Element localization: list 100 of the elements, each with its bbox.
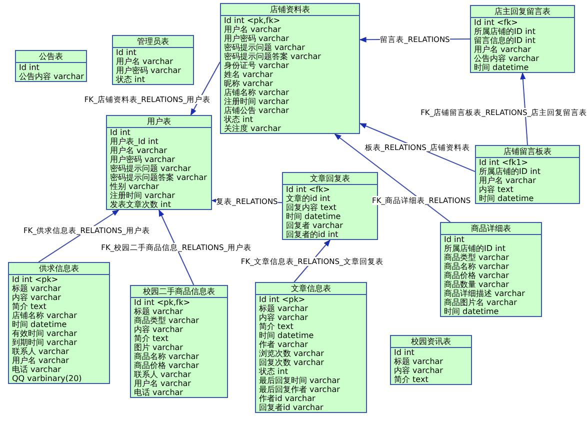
table-row-text: 标题 varchar: [393, 357, 444, 366]
table-row-text: 到期时间 varchar: [11, 338, 78, 347]
table-title: 店铺留言板表: [476, 146, 579, 158]
table-row-text: 用户名 varchar: [11, 356, 70, 365]
table-row-text: 注册时间 varchar: [223, 97, 290, 106]
table-row-text: 电话 varchar: [133, 388, 184, 397]
table-row-text: 时间 datetime: [473, 63, 530, 72]
table-row-text: 密码提示问题答案 varchar: [109, 173, 208, 182]
table-row-text: 回复者id varchar: [258, 403, 324, 412]
table-row-text: Id int: [443, 235, 466, 244]
table-row-text: 注册时间 varchar: [109, 191, 176, 200]
table-row-text: 最后回复作者 varchar: [258, 385, 341, 394]
table-row-text: 商品类型 varchar: [443, 253, 510, 262]
table-row-text: Id int <pk>: [11, 275, 60, 284]
table-row-text: 内容 varchar: [133, 325, 184, 334]
table-row-text: 店铺名称 varchar: [11, 311, 78, 320]
table-row-text: 用户密码 varchar: [223, 34, 290, 43]
table-row-text: 店铺公告 varchar: [223, 106, 290, 115]
table-row-text: 标题 varchar: [133, 307, 184, 316]
table-row-text: Id int <fk>: [285, 185, 331, 194]
table-title: 文章信息表: [256, 283, 366, 295]
table-row-text: 商品图片名 varchar: [443, 298, 518, 307]
table-row-text: QQ varbinary(20): [11, 374, 83, 383]
table-row-text: 回复者 varchar: [285, 221, 344, 230]
table-title: 公告表: [16, 51, 86, 63]
table-row-text: 商品价格 varchar: [133, 361, 200, 370]
table-row-text: 发表文章次数 int: [109, 200, 172, 209]
table-row-text: Id int: [115, 48, 138, 57]
table-row-text: Id int <pk,fk>: [223, 16, 282, 25]
table-row-text: 用户名 varchar: [109, 146, 168, 155]
table-row-text: 时间 datetime: [478, 194, 535, 203]
table-row-text: 时间 datetime: [443, 307, 500, 316]
table-row-text: 作者id varchar: [258, 394, 316, 403]
table-row-text: 用户名 varchar: [473, 45, 532, 54]
table-row-text: 图片 varchar: [133, 343, 184, 352]
table-row-text: 时间 datetime: [11, 320, 68, 329]
arrow: [334, 134, 451, 222]
table-row-text: 内容 text: [478, 185, 514, 194]
table-title: 店铺资料表: [221, 4, 359, 16]
entity-table: [470, 5, 575, 73]
table-row-text: 状态 int: [258, 367, 289, 376]
entity-table: [390, 335, 472, 385]
table-row-text: 身份证号 varchar: [223, 61, 290, 70]
table-row-text: 用户名 varchar: [133, 379, 192, 388]
table-row-text: 简介 text: [11, 302, 48, 311]
table-row-text: 简介 text: [258, 322, 294, 331]
table-row-text: 回复者的id int: [285, 230, 340, 239]
table-row-text: 联系人 varchar: [11, 347, 70, 356]
table-row-text: 标题 varchar: [11, 284, 62, 293]
entity-table: [106, 115, 212, 210]
table-row-text: Id int <pk>: [258, 295, 306, 304]
table-row-text: 最后回复时间 varchar: [258, 376, 341, 385]
table-row-text: 店铺名称 varchar: [223, 88, 290, 97]
table-row-text: 回复内容 text: [285, 203, 338, 212]
table-row-text: 状态 int: [223, 115, 254, 124]
table-row-text: Id int <fk1>: [478, 158, 529, 167]
table-row-text: 关注度 varchar: [223, 124, 282, 133]
table-title: 校园二手商品信息表: [131, 286, 227, 298]
table-title: 供求信息表: [9, 263, 109, 275]
table-row-text: 所属店铺的ID int: [478, 167, 542, 176]
table-row-text: 内容 varchar: [393, 366, 444, 375]
table-row-text: 浏览次数 varchar: [258, 349, 325, 358]
table-row-text: 商品名称 varchar: [133, 352, 200, 361]
entity-table: [440, 222, 542, 317]
table-row-text: Id int: [18, 63, 40, 72]
entity-table: [475, 145, 580, 204]
table-row-text: 昵称 varchar: [223, 79, 274, 88]
table-row-text: 用户名 varchar: [115, 57, 174, 66]
table-row-text: 用户密码 varchar: [109, 155, 176, 164]
table-row-text: 留言信息的ID int: [473, 36, 536, 45]
table-row-text: 作者 varchar: [258, 340, 309, 349]
table-row-text: 公告内容 varchar: [473, 54, 540, 63]
table-row-text: 商品数量 varchar: [443, 280, 510, 289]
table-title: 用户表: [107, 116, 211, 128]
table-row-text: 所属店铺的ID int: [443, 244, 506, 253]
table-row-text: 商品详细描述 varchar: [443, 289, 526, 298]
table-row-text: 简介 text: [393, 375, 430, 384]
entity-table: [112, 35, 194, 85]
table-row-text: 密码提示问题答案 varchar: [223, 52, 322, 61]
table-row-text: 标题 varchar: [258, 304, 309, 313]
arrow: [158, 209, 194, 286]
table-row-text: 公告内容 varchar: [18, 72, 85, 81]
table-row-text: 商品名称 varchar: [443, 262, 510, 271]
table-title: 店主回复留言表: [471, 6, 574, 18]
table-row-text: 用户密码 varchar: [115, 66, 182, 75]
table-row-text: 时间 datetime: [285, 212, 342, 221]
table-title: 管理员表: [113, 36, 193, 48]
arrow: [520, 72, 528, 146]
table-row-text: 姓名 varchar: [223, 70, 274, 79]
table-row-text: 用户名 varchar: [223, 25, 282, 34]
table-row-text: 有效时间 varchar: [11, 329, 78, 338]
table-row-text: 电话 varchar: [11, 365, 62, 374]
table-row-text: Id int: [109, 128, 132, 137]
table-row-text: 回复次数 varchar: [258, 358, 325, 367]
table-row-text: 密码提示问题 varchar: [223, 43, 306, 52]
table-row-text: 内容 varchar: [258, 313, 309, 322]
table-row-text: 密码提示问题 varchar: [109, 164, 192, 173]
entity-table: [255, 282, 367, 413]
table-row-text: 时间 datetime: [258, 331, 315, 340]
table-row-text: 用户表_Id int: [109, 137, 160, 146]
